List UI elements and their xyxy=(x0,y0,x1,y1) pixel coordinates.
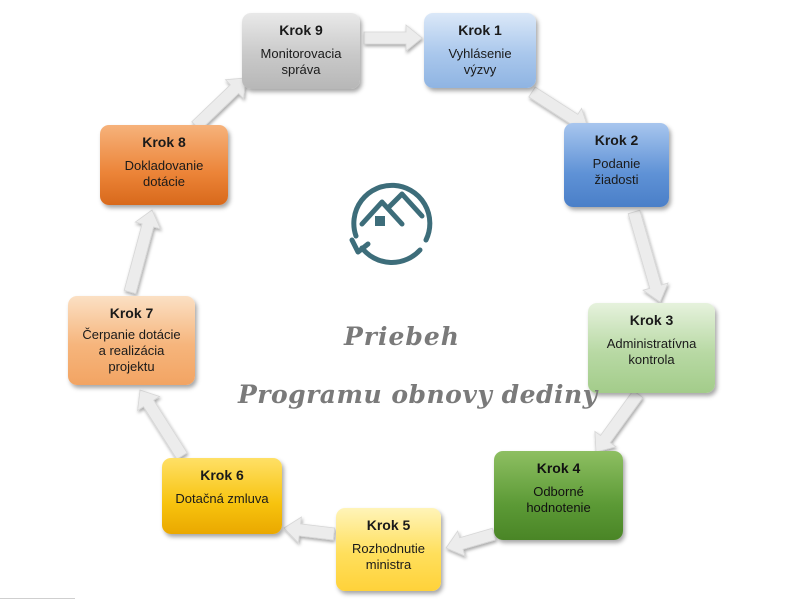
step-1-line-1: Vyhlásenie xyxy=(448,46,512,61)
step-9-title: Krok 9 xyxy=(279,22,323,38)
step-4-box: Krok 4 Odborné hodnotenie xyxy=(494,451,623,540)
flow-arrow-6 xyxy=(283,516,336,544)
caption-line-2: Programu obnovy dediny xyxy=(238,380,598,409)
flow-arrows xyxy=(123,24,669,557)
step-2-line-2: žiadosti xyxy=(594,172,639,187)
flow-arrow-5 xyxy=(445,527,497,557)
step-3-title: Krok 3 xyxy=(629,312,674,328)
step-7-title: Krok 7 xyxy=(109,305,154,321)
step-4-title: Krok 4 xyxy=(536,460,581,476)
step-4-line-2: hodnotenie xyxy=(526,500,591,515)
step-5-box: Krok 5 Rozhodnutie ministra xyxy=(336,508,441,591)
flow-arrow-4 xyxy=(594,389,644,453)
flow-arrow-3 xyxy=(627,209,669,303)
step-9-line-1: Monitorovacia xyxy=(260,46,342,61)
step-1-box: Krok 1 Vyhlásenie výzvy xyxy=(424,13,536,88)
step-9-box: Krok 9 Monitorovacia správa xyxy=(242,13,360,89)
step-8-line-2: dotácie xyxy=(143,174,185,189)
flow-arrow-7 xyxy=(137,389,188,460)
step-3-line-2: kontrola xyxy=(628,352,675,367)
step-7-box: Krok 7 Čerpanie dotácie a realizácia pro… xyxy=(68,296,195,385)
step-9-line-2: správa xyxy=(281,62,321,77)
step-7-line-2: a realizácia xyxy=(98,343,165,358)
step-3-box: Krok 3 Administratívna kontrola xyxy=(588,303,715,393)
step-1-title: Krok 1 xyxy=(458,22,502,38)
divider xyxy=(0,598,75,599)
step-8-title: Krok 8 xyxy=(142,134,186,150)
step-3-line-1: Administratívna xyxy=(606,336,697,351)
step-5-line-2: ministra xyxy=(365,557,412,572)
step-6-line-1: Dotačná zmluva xyxy=(175,491,269,506)
flow-arrow-1 xyxy=(363,24,423,52)
step-6-title: Krok 6 xyxy=(200,467,244,483)
caption-line-1: Priebeh xyxy=(344,322,460,351)
step-8-line-1: Dokladovanie xyxy=(124,158,204,173)
step-2-title: Krok 2 xyxy=(594,132,639,148)
step-2-box: Krok 2 Podanie žiadosti xyxy=(564,123,669,207)
step-6-box: Krok 6 Dotačná zmluva xyxy=(162,458,282,534)
step-4-line-1: Odborné xyxy=(533,484,584,499)
village-renewal-logo-icon xyxy=(349,182,433,265)
step-5-title: Krok 5 xyxy=(366,517,411,533)
step-1-line-2: výzvy xyxy=(463,62,497,77)
step-5-line-1: Rozhodnutie xyxy=(352,541,425,556)
flow-arrow-9 xyxy=(191,77,247,131)
step-8-box: Krok 8 Dokladovanie dotácie xyxy=(100,125,228,205)
flow-arrow-8 xyxy=(123,209,162,295)
step-7-line-1: Čerpanie dotácie xyxy=(82,327,181,342)
step-2-line-1: Podanie xyxy=(592,156,641,171)
step-7-line-3: projektu xyxy=(108,359,155,374)
